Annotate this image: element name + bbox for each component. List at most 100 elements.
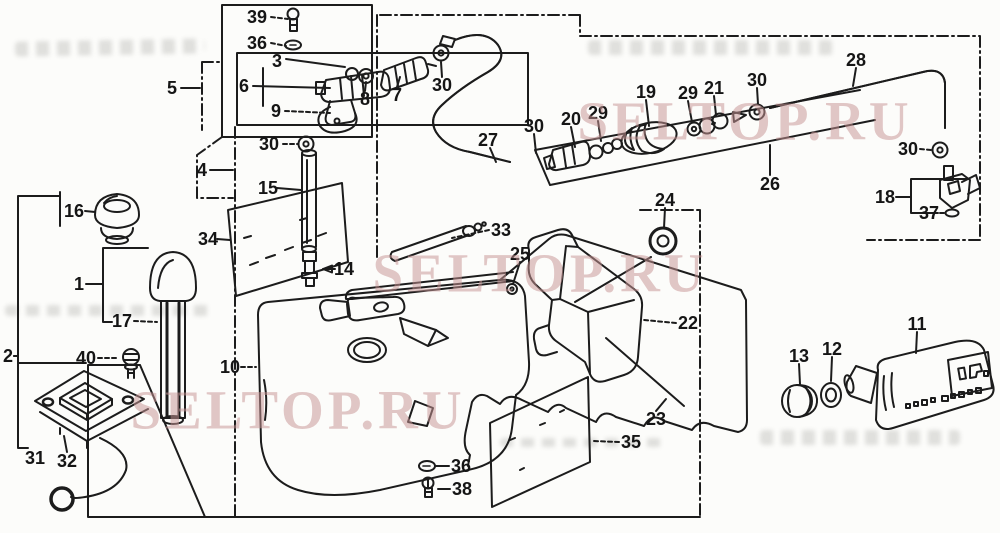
part-label-25: 25	[510, 244, 530, 264]
grommet-36	[284, 39, 302, 51]
part-label-36: 36	[451, 456, 471, 476]
part-label-12: 12	[822, 339, 842, 359]
leader-line	[645, 99, 650, 127]
bolt-40	[122, 348, 140, 379]
cap-13	[781, 384, 819, 418]
part-label-40: 40	[76, 348, 96, 368]
lanyard-cord	[49, 437, 128, 512]
part-label-20: 20	[561, 109, 581, 129]
seal-37	[944, 208, 960, 218]
part-label-37: 37	[919, 203, 939, 223]
leader-line	[798, 363, 801, 385]
primer-line-assembly	[543, 103, 766, 172]
grommet-30-right	[931, 141, 949, 159]
part-label-8: 8	[360, 89, 370, 109]
leader-line	[597, 120, 602, 142]
fuel-hose-28	[769, 69, 946, 129]
leader-line	[643, 319, 677, 324]
part-label-30: 30	[898, 139, 918, 159]
bracket-22	[527, 228, 644, 383]
fitting-14	[301, 251, 318, 287]
leader-line	[216, 238, 231, 241]
watermark-text: SELTOP.RU	[372, 243, 707, 304]
part-label-28: 28	[846, 50, 866, 70]
part-label-27: 27	[478, 130, 498, 150]
part-label-5: 5	[167, 78, 177, 98]
leader-line	[919, 148, 932, 151]
leader-arrowhead	[322, 264, 333, 274]
part-label-33: 33	[491, 220, 511, 240]
leader-line	[512, 261, 521, 285]
part-label-18: 18	[875, 187, 895, 207]
rod-23	[605, 337, 685, 407]
part-label-35: 35	[621, 432, 641, 452]
part-label-30: 30	[259, 134, 279, 154]
nut-36	[418, 460, 436, 472]
leader-line	[63, 435, 68, 453]
part-label-31: 31	[25, 448, 45, 468]
fuel-valve-6-9	[315, 70, 391, 134]
part-label-30: 30	[432, 75, 452, 95]
fuel-hose-27	[432, 34, 511, 163]
fuel-cap-16	[94, 193, 140, 245]
leader-line	[84, 210, 96, 213]
part-label-7: 7	[392, 85, 402, 105]
leader-line	[533, 133, 537, 154]
part-label-4: 4	[197, 160, 207, 180]
part-label-9: 9	[271, 101, 281, 121]
faint-watermark	[760, 430, 960, 445]
leader-line	[285, 58, 346, 68]
leader-line	[252, 85, 331, 89]
faint-watermark	[500, 438, 665, 447]
faint-watermark	[588, 40, 833, 55]
screw-39	[286, 7, 300, 32]
part-label-24: 24	[655, 190, 675, 210]
faint-watermark	[5, 305, 210, 316]
part-label-1: 1	[74, 274, 84, 294]
mount-plate-31	[34, 370, 145, 432]
leader-line	[270, 42, 287, 47]
ring-12	[820, 382, 842, 408]
leader-line	[451, 229, 490, 239]
part-label-38: 38	[452, 479, 472, 499]
leader-line	[396, 76, 401, 88]
part-label-30: 30	[747, 70, 767, 90]
leader-line	[276, 187, 302, 191]
part-label-2: 2	[3, 346, 13, 366]
part-label-32: 32	[57, 451, 77, 471]
part-label-30: 30	[524, 116, 544, 136]
leader-line	[655, 398, 667, 412]
leader-line	[852, 67, 857, 87]
mount-plate-32	[39, 408, 149, 449]
part-label-21: 21	[704, 78, 724, 98]
leader-line	[489, 147, 497, 163]
leader-line	[284, 110, 331, 114]
leader-line	[713, 95, 717, 116]
leader-line	[915, 331, 918, 354]
screw-38	[421, 476, 435, 498]
plate-35	[489, 376, 591, 508]
watermark-text: SELTOP.RU	[577, 91, 912, 152]
leader-line	[570, 126, 576, 148]
part-label-6: 6	[239, 76, 249, 96]
part-label-23: 23	[646, 409, 666, 429]
leader-line	[756, 87, 759, 105]
part-label-19: 19	[636, 82, 656, 102]
part-label-14: 14	[334, 259, 354, 279]
leader-line	[687, 100, 693, 123]
gasket-sheet-34	[227, 182, 349, 297]
leader-line	[133, 320, 158, 323]
part-label-15: 15	[258, 178, 278, 198]
joint-18	[939, 165, 981, 209]
part-label-34: 34	[198, 229, 218, 249]
part-label-22: 22	[678, 313, 698, 333]
pickup-tube-15	[301, 149, 317, 253]
leader-line	[592, 440, 620, 443]
part-label-3: 3	[272, 51, 282, 71]
part-label-29: 29	[588, 103, 608, 123]
leader-lines	[13, 16, 948, 490]
